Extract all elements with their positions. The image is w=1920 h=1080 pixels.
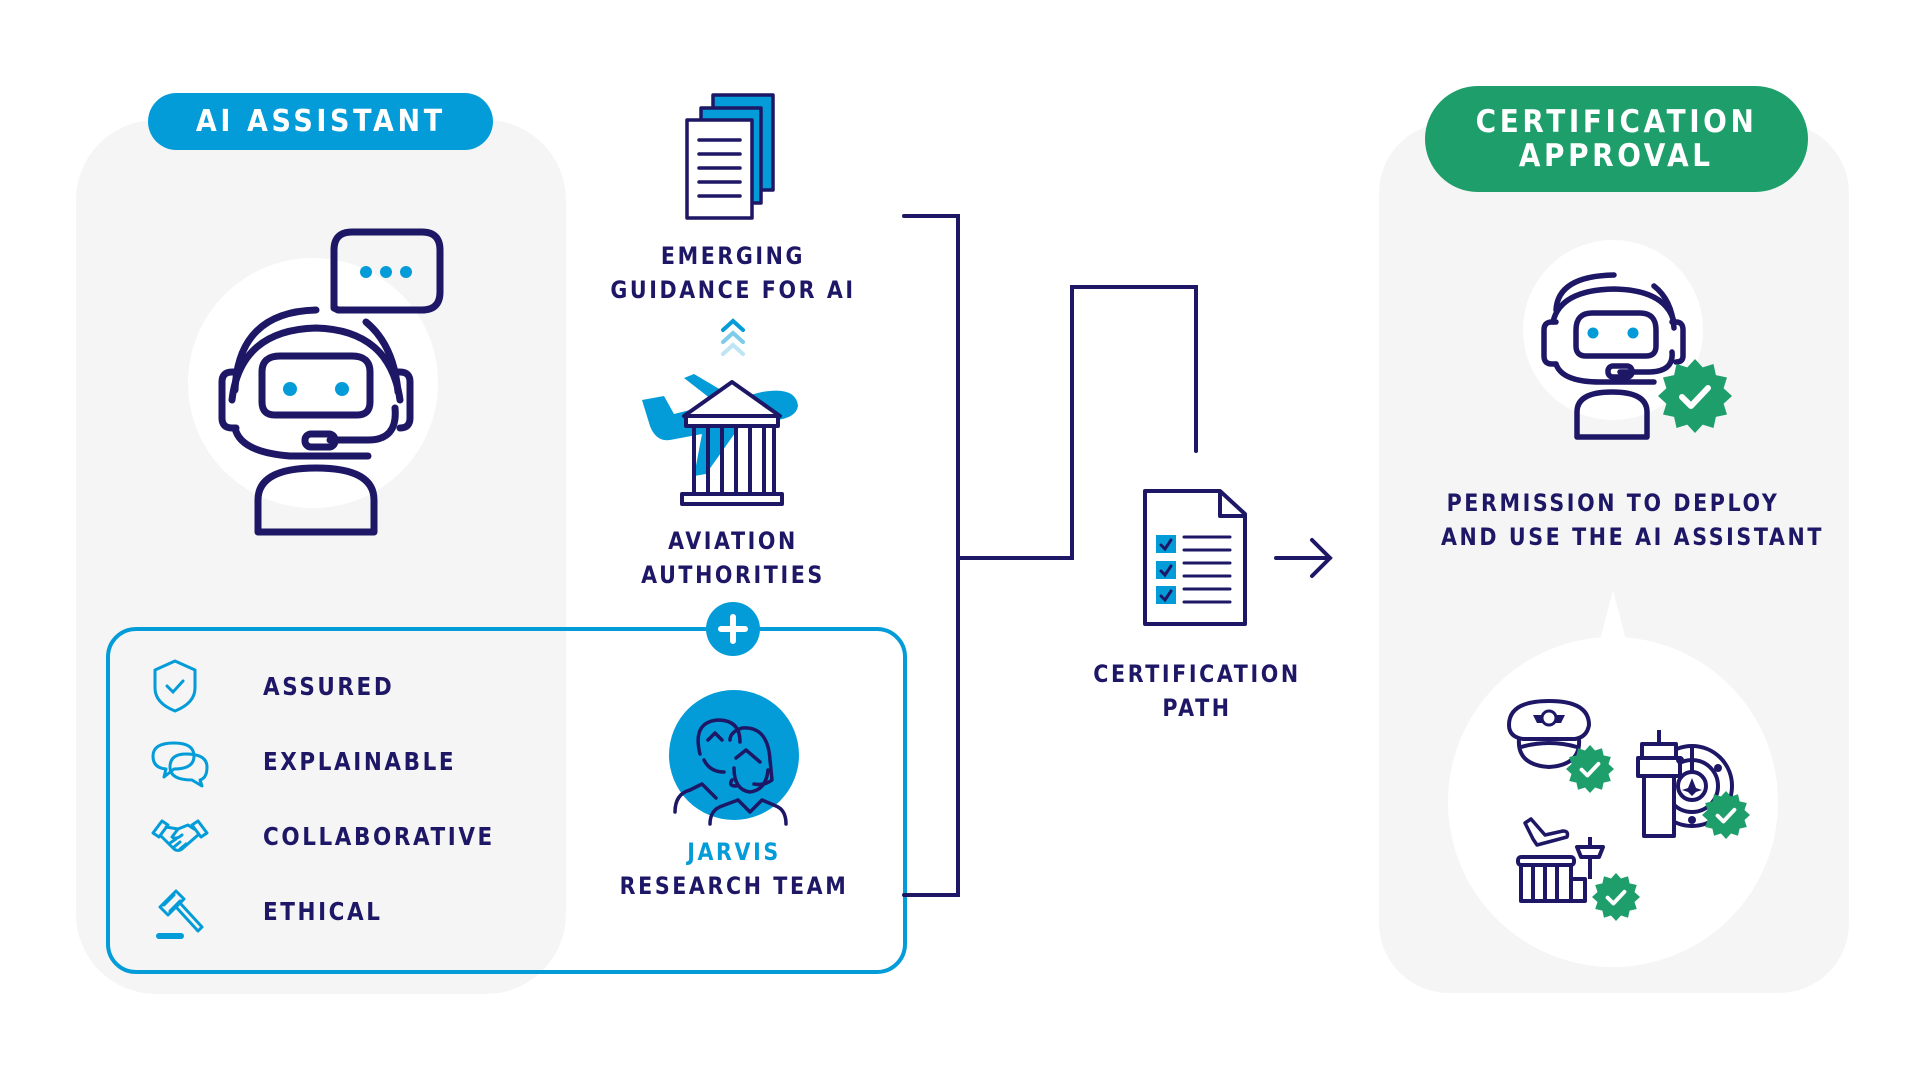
checklist-document-icon — [1143, 489, 1247, 626]
check-icon — [1579, 761, 1601, 778]
certification-approval-title-line2: APPROVAL — [1519, 138, 1714, 174]
trait-label-ethical: ETHICAL — [263, 897, 383, 926]
approval-caption-line2: AND USE THE AI ASSISTANT — [1441, 523, 1825, 551]
certification-approval-title-line1: CERTIFICATION — [1475, 104, 1758, 140]
research-team-label: RESEARCH TEAM — [619, 872, 849, 900]
certification-approval-title-badge: CERTIFICATION APPROVAL — [1425, 86, 1808, 192]
verified-badge-icon — [1702, 791, 1750, 839]
speech-bubbles-icon — [151, 741, 209, 788]
badge-starburst — [1592, 873, 1640, 921]
airplane-government-building-icon — [642, 374, 798, 506]
verified-badge-icon — [1566, 745, 1614, 793]
handshake-icon — [151, 819, 209, 852]
verified-badge-icon — [1592, 873, 1640, 921]
badge-starburst — [1566, 745, 1614, 793]
trait-label-collaborative: COLLABORATIVE — [263, 822, 495, 851]
badge-starburst — [1658, 359, 1732, 433]
check-icon — [1679, 385, 1711, 409]
documents-stack-icon — [685, 93, 775, 220]
trait-label-assured: ASSURED — [263, 672, 395, 701]
chevrons-up-icon — [721, 318, 745, 356]
arrow-connector — [1274, 538, 1333, 578]
verified-badge-icon — [1658, 359, 1732, 433]
bracket-connector — [902, 214, 960, 897]
shield-check-icon — [153, 659, 197, 713]
research-team-name: JARVIS — [687, 838, 781, 866]
team-backdrop — [669, 690, 799, 820]
guidance-label-line2: GUIDANCE FOR AI — [610, 276, 856, 304]
gavel-icon — [156, 889, 204, 939]
certification-path-label-line2: PATH — [1162, 694, 1232, 722]
authorities-label-line1: AVIATION — [668, 527, 798, 555]
control-tower-radar-icon — [1636, 730, 1734, 838]
guidance-label-line1: EMERGING — [660, 242, 806, 270]
authorities-label-line2: AUTHORITIES — [641, 561, 825, 589]
trait-label-explainable: EXPLAINABLE — [263, 747, 457, 776]
plus-button-circle — [706, 602, 760, 656]
ai-assistant-title: AI ASSISTANT — [195, 104, 446, 139]
certification-path-label-line1: CERTIFICATION — [1093, 660, 1301, 688]
approval-caption-line1: PERMISSION TO DEPLOY — [1446, 489, 1780, 517]
team-people-icon — [673, 718, 788, 826]
path-connector — [956, 285, 1198, 560]
ai-assistant-title-badge: AI ASSISTANT — [148, 93, 493, 150]
pilot-cap-icon — [1507, 699, 1591, 769]
collaboration-box — [106, 627, 907, 974]
check-icon — [1605, 889, 1627, 906]
check-icon — [1715, 807, 1737, 824]
airport-terminal-icon — [1516, 817, 1605, 903]
badge-starburst — [1702, 791, 1750, 839]
plus-icon — [718, 614, 748, 644]
